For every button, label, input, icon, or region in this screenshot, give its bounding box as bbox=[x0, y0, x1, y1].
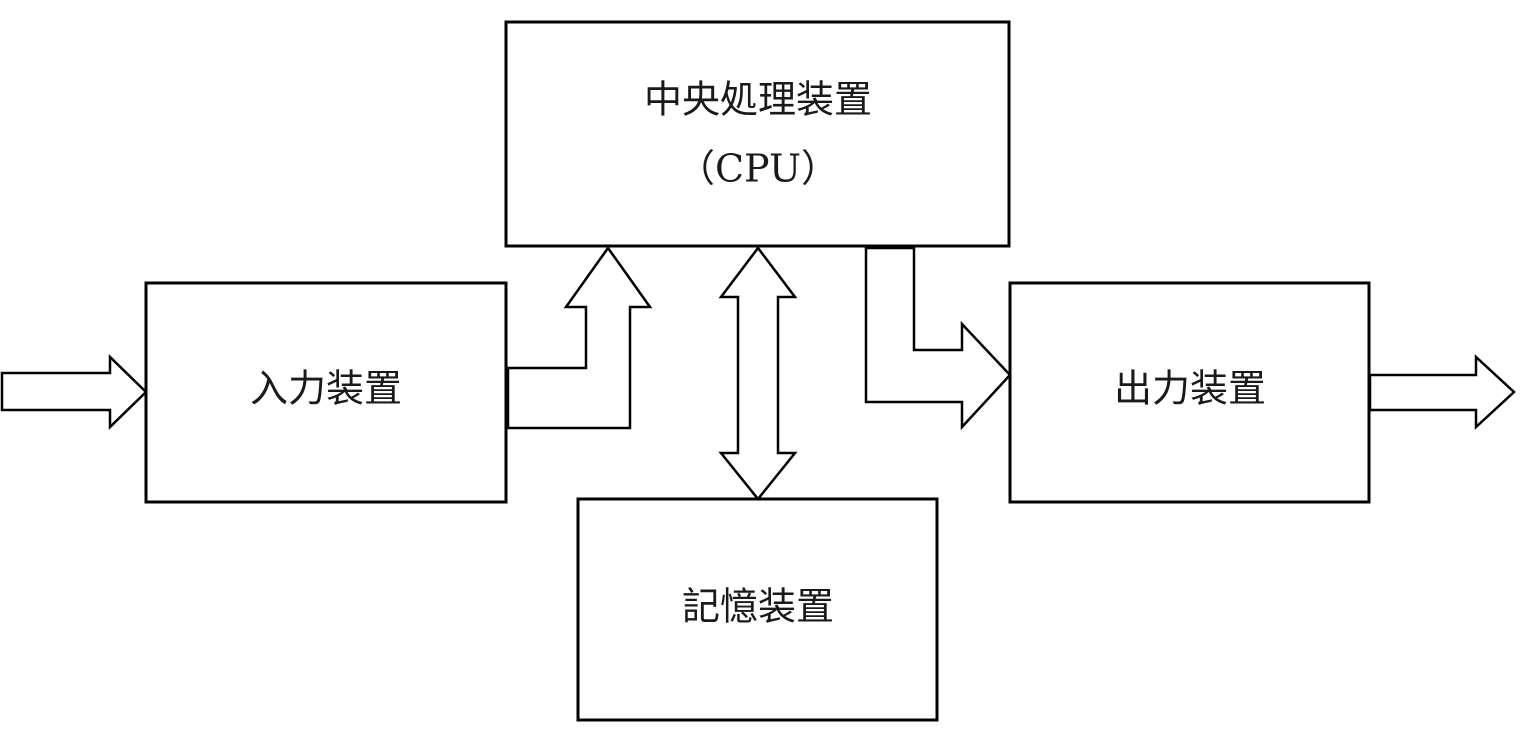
input-device-label: 入力装置 bbox=[250, 367, 402, 411]
external-output-arrow bbox=[1368, 354, 1516, 430]
memory-device-box bbox=[576, 497, 939, 722]
cpu-label-line2: （CPU） bbox=[677, 147, 839, 191]
input-to-cpu-arrow bbox=[506, 245, 653, 430]
output-device-box bbox=[1008, 281, 1371, 504]
cpu-label-line1: 中央処理装置 bbox=[644, 78, 872, 122]
external-input-arrow bbox=[0, 354, 148, 430]
cpu-to-output-arrow bbox=[864, 246, 1012, 431]
cpu-memory-bidirectional-arrow bbox=[718, 245, 798, 501]
cpu-box bbox=[504, 20, 1011, 248]
output-device-label: 出力装置 bbox=[1114, 367, 1266, 411]
memory-device-label: 記憶装置 bbox=[682, 585, 834, 629]
input-device-box bbox=[144, 281, 508, 504]
